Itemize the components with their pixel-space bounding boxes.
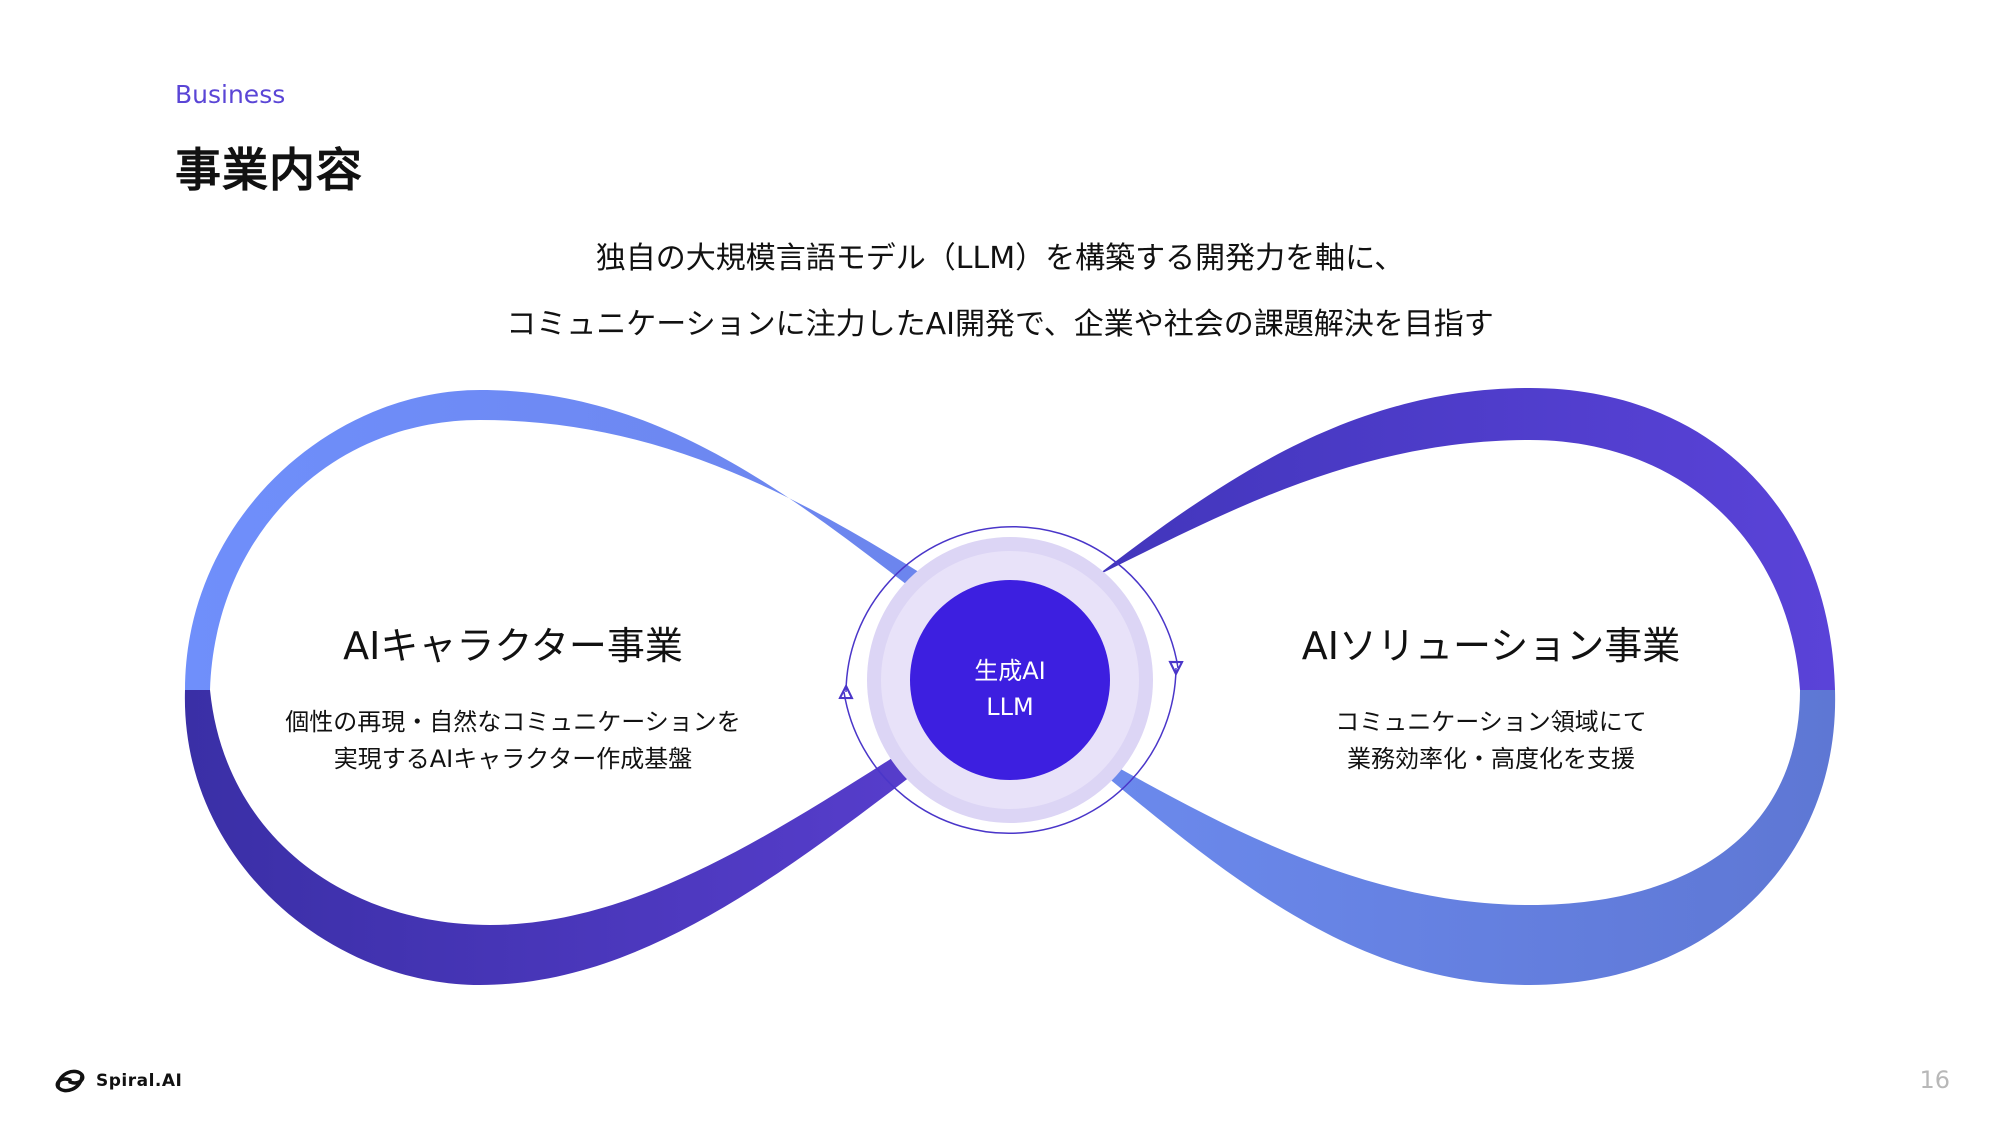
left-business-desc-line-2: 実現するAIキャラクター作成基盤 [213, 741, 813, 778]
core-label-line-2: LLM [910, 689, 1110, 725]
right-business-desc-line-2: 業務効率化・高度化を支援 [1191, 741, 1791, 778]
company-logo: Spiral.AI [52, 1062, 182, 1100]
right-business-desc: コミュニケーション領域にて 業務効率化・高度化を支援 [1191, 704, 1791, 778]
right-business-title: AIソリューション事業 [1191, 615, 1791, 670]
left-business-desc: 個性の再現・自然なコミュニケーションを 実現するAIキャラクター作成基盤 [213, 704, 813, 778]
logo-text: Spiral.AI [96, 1071, 182, 1091]
spiral-logo-icon [52, 1063, 88, 1099]
left-business-desc-line-1: 個性の再現・自然なコミュニケーションを [213, 704, 813, 741]
core-label-line-1: 生成AI [910, 653, 1110, 689]
core-label: 生成AI LLM [910, 653, 1110, 725]
right-business-desc-line-1: コミュニケーション領域にて [1191, 704, 1791, 741]
left-business-title: AIキャラクター事業 [213, 615, 813, 670]
page-number: 16 [1910, 1066, 1950, 1094]
